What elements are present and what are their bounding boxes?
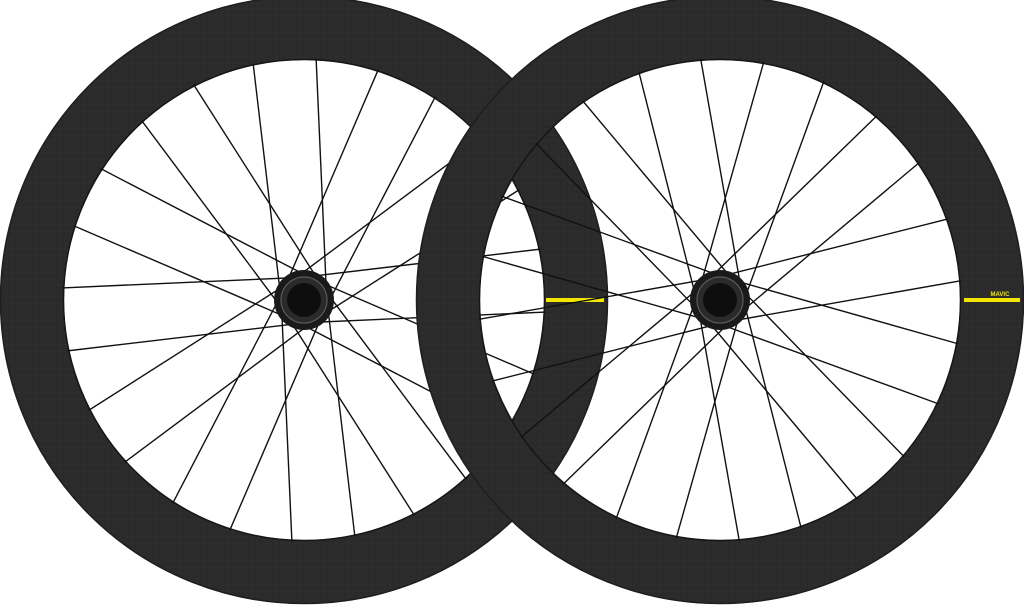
spoke [172,296,281,504]
rim-decal-text: MAVIC [991,292,1011,298]
rim-inner-edge [478,58,962,542]
spoke [699,61,765,287]
spoke [675,313,741,539]
spoke [731,279,962,322]
spoke [520,286,700,438]
spoke [740,162,920,314]
spoke [73,225,289,319]
spokes [478,58,962,542]
spoke [478,278,709,321]
spoke [491,323,719,382]
spoke [100,168,308,277]
front-wheel: MAVIC [415,0,1024,605]
rim-inner-edge [62,58,546,542]
spoke [252,63,282,296]
spoke [193,84,320,282]
spoke [124,322,312,463]
spoke [699,58,742,289]
spoke [501,195,721,277]
spoke [535,142,699,311]
spoke [315,58,328,292]
spoke [706,320,858,500]
spoke [285,69,379,285]
spoke [326,304,356,537]
hub-axle [287,283,321,317]
spoke [88,284,286,411]
hub-axle [703,283,737,317]
spoke [229,315,323,531]
spoke [141,120,282,308]
spoke [709,115,878,279]
spoke [288,318,415,516]
spoke [327,96,436,304]
spoke [481,255,707,321]
spoke [326,292,467,480]
rim-outer-edge [0,0,609,605]
spoke [67,322,300,352]
spoke [733,279,959,345]
spoke [721,218,949,277]
spoke [743,81,825,301]
spoke [62,276,296,289]
spoke [638,71,697,299]
spoke [698,311,741,542]
spoke [719,323,939,405]
spoke [741,289,905,458]
spoke [280,308,293,542]
spoke [615,299,697,519]
spoke [582,100,734,280]
spoke [562,321,731,485]
spoke [743,301,802,529]
